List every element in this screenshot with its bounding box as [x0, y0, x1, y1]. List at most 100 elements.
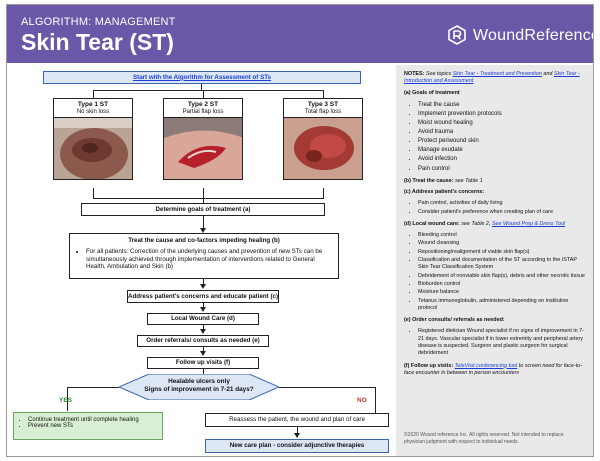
connector	[203, 325, 204, 330]
goal-item: Avoid infection	[418, 155, 585, 163]
goal-item: Implement prevention protocols	[418, 110, 585, 118]
arrow-down-icon	[200, 284, 206, 289]
goal-item: Avoid trauma	[418, 128, 585, 136]
concern-item: Consider patient's preference when creat…	[418, 209, 585, 216]
local-care-note-text: see Table 2,	[461, 220, 491, 227]
concerns-note-title: (c) Address patient's concerns:	[404, 188, 485, 195]
goals-title: (a) Goals of treatment	[404, 89, 460, 96]
connector	[297, 427, 298, 434]
notes-and: and	[543, 71, 553, 77]
type-1-subtitle: No skin loss	[76, 108, 110, 115]
local-care-item: Bioburden control	[418, 281, 585, 288]
local-care-item: Bleeding control	[418, 232, 585, 239]
connector	[67, 387, 68, 411]
treatment-prevention-link[interactable]: Skin Tear - Treatment and Prevention	[452, 71, 542, 77]
type-2-label: Type 2 ST Partial flap loss	[163, 98, 243, 118]
connector	[279, 387, 375, 388]
goal-item: Moist wound healing	[418, 119, 585, 127]
notes-label: NOTES:	[404, 71, 425, 77]
arrow-down-icon	[200, 351, 206, 356]
connector	[203, 347, 204, 352]
local-care-item: Moisture balance	[418, 289, 585, 296]
treat-cause-note-text: see Table 1	[454, 177, 483, 184]
referral-item: Registered dietician Wound specialist if…	[418, 328, 585, 357]
type-3-title: Type 3 ST	[307, 101, 339, 108]
type-2-subtitle: Partial flap loss	[182, 108, 224, 115]
notes-intro-text: See topics	[425, 71, 452, 77]
concerns-box: Address patient's concerns and educate p…	[127, 290, 279, 303]
connector	[203, 188, 204, 198]
arrow-down-icon	[200, 307, 206, 312]
treat-cause-box: Treat the cause and co-factors impeding …	[69, 233, 339, 279]
introduction-assessment-link[interactable]: Skin Tear - Introduction and Assessment	[404, 71, 580, 85]
arrow-down-icon	[200, 329, 206, 334]
connector	[93, 198, 324, 199]
type-1-label: Type 1 ST No skin loss	[53, 98, 133, 118]
type-3-label: Type 3 ST Total flap loss	[283, 98, 363, 118]
wound-prep-dress-tool-link[interactable]: See Wound Prep & Dress Tool	[491, 220, 566, 227]
connector	[201, 84, 202, 90]
start-algorithm-link-box[interactable]: Start with the Algorithm for Assessment …	[43, 71, 361, 84]
connector	[203, 198, 204, 203]
follow-up-box: Follow up visits (f)	[147, 357, 259, 369]
yes-label: YES	[59, 397, 73, 404]
type-2-card: Type 2 ST Partial flap loss	[163, 98, 243, 188]
goals-box: Determine goals of treatment (a)	[81, 203, 325, 216]
connector	[203, 303, 204, 308]
goal-item: Treat the cause	[418, 101, 585, 109]
connector	[93, 90, 94, 98]
flow-chart: Start with the Algorithm for Assessment …	[7, 65, 395, 456]
notes-panel: NOTES: See topics Skin Tear - Treatment …	[396, 65, 593, 456]
start-algorithm-link[interactable]: Start with the Algorithm for Assessment …	[133, 73, 271, 81]
decision-line-2: Signs of improvement in 7-21 days?	[144, 386, 254, 394]
type-3-subtitle: Total flap loss	[304, 108, 342, 115]
televisit-tool-link[interactable]: TeleVisit conferencing tool	[454, 362, 518, 369]
type-2-title: Type 2 ST	[187, 101, 219, 108]
connector	[203, 279, 204, 285]
woundreference-logo[interactable]: WoundReference	[447, 25, 593, 47]
type-3-card: Type 3 ST Total flap loss	[283, 98, 363, 188]
treat-cause-note-title: (b) Treat the cause:	[404, 177, 454, 184]
type-3-wound-photo	[283, 118, 363, 180]
goal-item: Protect periwound skin	[418, 137, 585, 145]
algorithm-page: ALGORITHM: MANAGEMENT Skin Tear (ST) Wou…	[6, 4, 594, 457]
header-kicker: ALGORITHM: MANAGEMENT	[21, 16, 176, 28]
connector	[67, 387, 119, 388]
type-1-title: Type 1 ST	[77, 101, 109, 108]
local-care-item: Classification and documentation of the …	[418, 257, 585, 272]
reassess-box: Reassess the patient, the wound and plan…	[205, 413, 389, 427]
page-header: ALGORITHM: MANAGEMENT Skin Tear (ST) Wou…	[7, 5, 593, 63]
type-1-wound-photo	[53, 118, 133, 180]
goal-item: Manage exudate	[418, 146, 585, 154]
referrals-note-title: (e) Order consults/ referrals as needed:	[404, 317, 505, 324]
connector	[203, 90, 204, 98]
connector	[375, 387, 376, 413]
connector	[323, 188, 324, 198]
connector	[323, 90, 324, 98]
local-care-item: Tetanus immunoglobulin, administered dep…	[418, 298, 585, 313]
treat-cause-title: Treat the cause and co-factors impeding …	[128, 237, 280, 244]
improvement-decision: Healable ulcers only Signs of improvemen…	[119, 374, 279, 400]
connector	[93, 188, 94, 198]
local-care-item: Debridement of nonviable skin flap(s), d…	[418, 273, 585, 280]
connector	[203, 369, 204, 374]
continue-treatment-box: Continue treatment until complete healin…	[13, 412, 163, 440]
referrals-box: Order referrals/ consults as needed (e)	[137, 335, 269, 347]
arrow-down-icon	[294, 433, 300, 438]
decision-line-1: Healable ulcers only	[168, 378, 230, 385]
logo-text: WoundReference	[473, 27, 594, 44]
local-wound-care-box: Local Wound Care (d)	[147, 313, 259, 325]
treat-cause-bullet: For all patients: Correction of the unde…	[86, 248, 332, 271]
no-label: NO	[357, 397, 367, 404]
concern-item: Pain control, activities of daily living	[418, 200, 585, 207]
copyright-text: ©2020 Wound reference Inc. All rights re…	[404, 432, 564, 445]
yes-item: Continue treatment until complete healin…	[28, 417, 158, 423]
local-care-item: Repositioning/realignment of viable skin…	[418, 249, 585, 256]
local-care-item: Wound cleansing	[418, 240, 585, 247]
page-title: Skin Tear (ST)	[21, 29, 174, 55]
follow-up-note-title: (f) Follow up visits:	[404, 362, 454, 369]
follow-up-note-text: to screen need for face-to-face encounte…	[404, 362, 582, 376]
yes-item: Prevent new STs	[28, 423, 158, 429]
connector	[203, 216, 204, 229]
goal-item: Pain control	[418, 165, 585, 173]
